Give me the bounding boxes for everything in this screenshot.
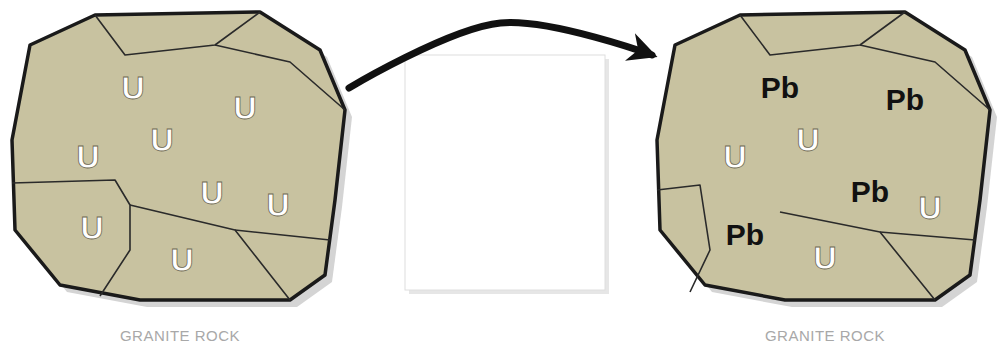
element-symbol: U	[80, 212, 103, 244]
element-symbol: U	[918, 192, 941, 224]
rock-caption: GRANITE ROCK	[120, 328, 240, 343]
granite-rock: PbPbUUPbUPbUGRANITE ROCK	[652, 8, 997, 343]
rock-crack	[880, 232, 975, 240]
rock-crack	[780, 212, 935, 300]
element-symbol: U	[796, 124, 819, 156]
element-symbol: Pb	[761, 73, 799, 103]
element-symbol: Pb	[886, 85, 924, 115]
rock-body	[657, 12, 990, 300]
rock-crack	[235, 230, 330, 240]
element-symbol: U	[170, 244, 193, 276]
rock-crack	[130, 205, 290, 300]
process-arrow	[349, 23, 652, 88]
element-symbol: Pb	[726, 220, 764, 250]
element-symbol: U	[723, 141, 746, 173]
rock-crack	[12, 180, 130, 296]
granite-rock: UUUUUUUUGRANITE ROCK	[8, 8, 353, 343]
rock-caption: GRANITE ROCK	[765, 328, 885, 343]
rock-crack	[95, 12, 260, 55]
element-symbol: Pb	[851, 177, 889, 207]
blank-box	[405, 55, 605, 290]
rock-crack	[740, 12, 905, 55]
rock-outline	[8, 8, 353, 343]
element-symbol: U	[266, 189, 289, 221]
rock-crack	[860, 45, 990, 110]
rock-outline	[652, 8, 997, 343]
element-symbol: U	[200, 177, 223, 209]
rock-body	[12, 12, 345, 300]
element-symbol: U	[150, 124, 173, 156]
rock-crack	[657, 185, 710, 292]
element-symbol: U	[76, 141, 99, 173]
element-symbol: U	[233, 92, 256, 124]
element-symbol: U	[813, 242, 836, 274]
element-symbol: U	[121, 72, 144, 104]
